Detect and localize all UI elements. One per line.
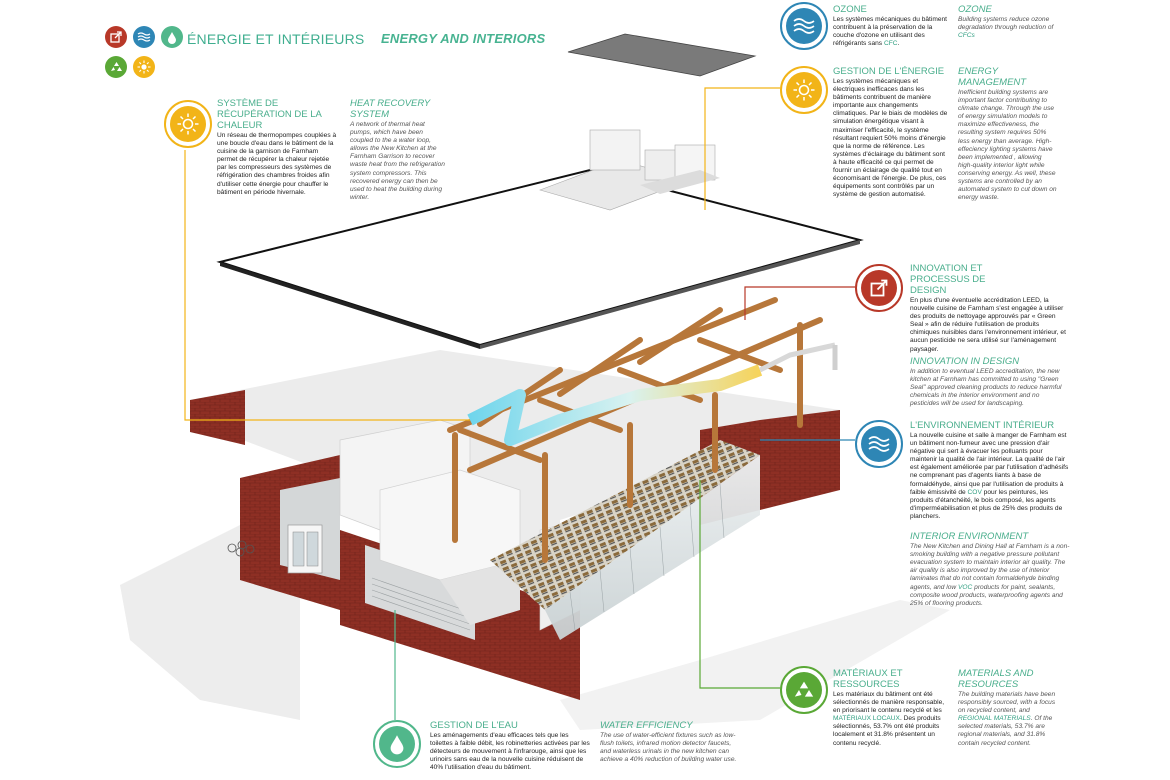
water-en-title: WATER EFFICIENCY: [600, 720, 693, 731]
interior-en-voc: VOC: [958, 583, 973, 591]
leader-materials: [699, 480, 780, 689]
indoor-air-icon: [133, 26, 155, 48]
rooftop-mechanical-units: [539, 129, 720, 211]
innovation-fr-body: En plus d'une éventuelle accréditation L…: [910, 297, 1066, 353]
water-badge: [373, 720, 421, 768]
materials-en-body: The building materials have been respons…: [958, 691, 1060, 748]
materials-fr: MATÉRIAUX ET RESSOURCES Les matériaux du…: [833, 668, 948, 748]
ozone-en-cfcs: CFCs: [958, 32, 975, 40]
energy-fr-title: GESTION DE L'ÉNERGIE: [833, 66, 945, 77]
indoor-air-icon: [793, 18, 815, 34]
innovation-en-title: INNOVATION IN DESIGN: [910, 355, 1020, 367]
interior-en-title: INTERIOR ENVIRONMENT: [910, 531, 1029, 543]
interior-fr-body: La nouvelle cuisine et salle à manger de…: [910, 432, 1070, 521]
ozone-en-body: Building systems reduce ozone degradatio…: [958, 16, 1058, 40]
page-title-en: ENERGY AND INTERIORS: [381, 31, 546, 46]
interior-fr-body-end: pour les peintures, les produits d'étanc…: [910, 488, 1063, 520]
indoor-air-icon: [868, 436, 890, 452]
water-en: WATER EFFICIENCY The use of water-effici…: [600, 720, 740, 764]
ozone-fr: OZONE Les systèmes mécaniques du bâtimen…: [833, 4, 948, 48]
sun-icon: [133, 56, 155, 78]
innovation-icon: [105, 26, 127, 48]
recycle-icon: [105, 56, 127, 78]
energy-en-title: ENERGY MANAGEMENT: [958, 66, 1027, 88]
ozone-badge: [780, 2, 828, 50]
heat-recovery-fr-body: Un réseau de thermopompes couplées à une…: [217, 132, 337, 196]
energy-badge: [780, 66, 828, 114]
ozone-en: OZONE Building systems reduce ozone degr…: [958, 4, 1058, 40]
energy-fr: GESTION DE L'ÉNERGIE Les systèmes mécani…: [833, 66, 948, 199]
callout-leader-lines: [184, 87, 855, 720]
ozone-en-title: OZONE: [958, 4, 992, 15]
recycle-icon: [794, 681, 814, 697]
heat-recovery-fr: SYSTÈME DE RÉCUPÉRATION DE LA CHALEUR Un…: [217, 98, 337, 197]
heat-recovery-en-body: A network of thermal heat pumps, which h…: [350, 121, 445, 201]
energy-fr-body: Les systèmes mécaniques et électriques i…: [833, 78, 948, 199]
materials-fr-body: Les matériaux du bâtiment ont été sélect…: [833, 691, 948, 748]
leader-heat-recovery: [184, 150, 470, 421]
building-base: [190, 350, 840, 700]
heat-recovery-en: HEAT RECOVERY SYSTEM A network of therma…: [350, 98, 446, 202]
materials-en-body-end: . Of the selected materials, 53.7% are r…: [958, 715, 1053, 747]
sun-icon: [793, 79, 815, 101]
materials-badge: [780, 666, 828, 714]
sun-icon: [177, 113, 199, 135]
materials-en-regional: REGIONAL MATERIALS: [958, 715, 1031, 723]
materials-en-body-text: The building materials have been respons…: [958, 691, 1056, 715]
water-en-body: The use of water-efficient fixtures such…: [600, 732, 737, 764]
water-fr-title: GESTION DE L'EAU: [430, 720, 518, 731]
interior-fr-body-text: La nouvelle cuisine et salle à manger de…: [910, 432, 1069, 496]
water-drop-icon: [390, 735, 404, 755]
materials-fr-body-text: Les matériaux du bâtiment ont été sélect…: [833, 691, 945, 715]
legend-icon-grid: [105, 26, 185, 82]
materials-fr-local: MATÉRIAUX LOCAUX: [833, 715, 900, 723]
energy-en: ENERGY MANAGEMENT Inefficient building s…: [958, 66, 1058, 202]
innovation-en-body: In addition to eventual LEED accreditati…: [910, 367, 1062, 408]
ozone-fr-title: OZONE: [833, 4, 867, 15]
materials-en: MATERIALS AND RESOURCES The building mat…: [958, 668, 1060, 748]
ozone-fr-body-end: .: [897, 40, 900, 48]
heat-recovery-fr-title: SYSTÈME DE RÉCUPÉRATION DE LA CHALEUR: [217, 98, 322, 131]
heat-recovery-en-title: HEAT RECOVERY SYSTEM: [350, 98, 431, 120]
water-drop-icon: [161, 26, 183, 48]
ozone-fr-body: Les systèmes mécaniques du bâtiment cont…: [833, 16, 948, 48]
page-title-fr: ÉNERGIE ET INTÉRIEURS: [187, 31, 365, 47]
water-fr: GESTION DE L'EAU Les aménagements d'eau …: [430, 720, 590, 772]
materials-fr-title: MATÉRIAUX ET RESSOURCES: [833, 668, 903, 690]
innovation-icon: [870, 279, 888, 297]
top-roof-panel: [567, 33, 757, 77]
innovation-text: INNOVATION ET PROCESSUS DE DESIGN En plu…: [910, 263, 1070, 408]
ozone-fr-body-text: Les systèmes mécaniques du bâtiment cont…: [833, 16, 947, 48]
leader-energy: [704, 87, 780, 210]
ozone-en-body-text: Building systems reduce ozone degradatio…: [958, 16, 1054, 32]
innovation-badge: [855, 264, 903, 312]
interior-en-body-text: The New Kitchen and Dining Hall at Farnh…: [910, 543, 1070, 591]
roof-slab: [216, 168, 864, 349]
energy-en-body: Inefficient building systems are importa…: [958, 89, 1057, 202]
materials-en-title: MATERIALS AND RESOURCES: [958, 668, 1034, 690]
ozone-fr-cfc: CFC: [883, 40, 898, 48]
heat-recovery-sun-badge: [164, 100, 212, 148]
interior-en-body: The New Kitchen and Dining Hall at Farnh…: [910, 543, 1070, 608]
interior-badge: [855, 420, 903, 468]
leader-innovation: [744, 286, 855, 320]
interior-en-body-end: products for paint, sealants, composite …: [910, 583, 1063, 607]
innovation-fr-title: INNOVATION ET PROCESSUS DE DESIGN: [910, 263, 986, 296]
interior-fr-cov: COV: [967, 488, 982, 496]
interior-fr-title: L'ENVIRONNEMENT INTÉRIEUR: [910, 420, 1055, 431]
water-fr-body: Les aménagements d'eau efficaces tels qu…: [430, 732, 590, 772]
interior-text: L'ENVIRONNEMENT INTÉRIEUR La nouvelle cu…: [910, 420, 1070, 608]
heat-recovery-duct: [467, 342, 838, 446]
materials-fr-body-end: . Des produits sélectionnés, 53.7% ont é…: [833, 715, 941, 747]
